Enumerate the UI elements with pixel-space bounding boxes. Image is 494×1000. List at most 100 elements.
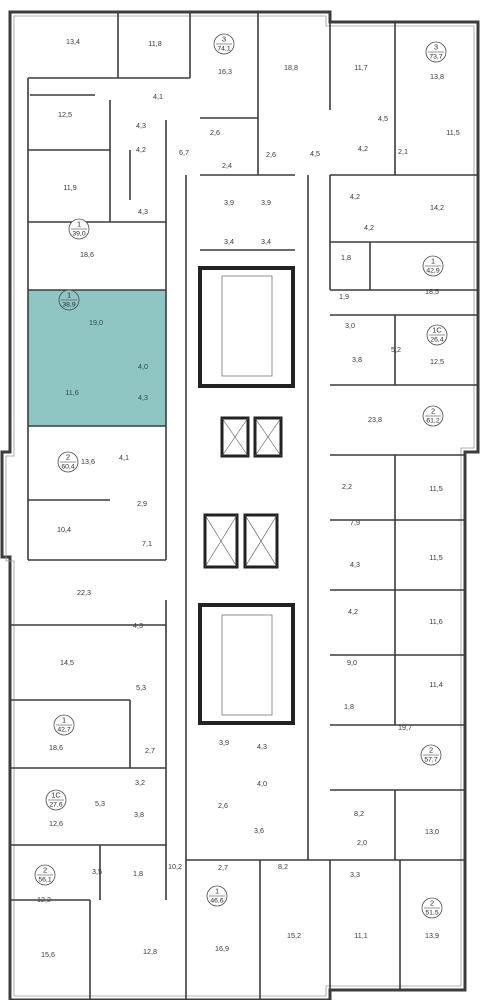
apartment-badge[interactable]: 139,0 xyxy=(68,218,90,240)
room-area-label: 11,7 xyxy=(354,63,367,72)
apartment-room-count: 3 xyxy=(222,34,226,43)
room-area-label: 1,9 xyxy=(339,292,349,301)
apartment-total-area: 42,9 xyxy=(426,267,439,274)
apartment-room-count: 2 xyxy=(66,452,70,461)
room-area-label: 4,2 xyxy=(358,144,368,153)
room-area-label: 12,6 xyxy=(49,819,63,828)
room-area-label: 13,6 xyxy=(81,457,95,466)
apartment-badge[interactable]: 142,7 xyxy=(53,714,75,736)
room-area-label: 11,5 xyxy=(446,128,459,137)
apartment-badge[interactable]: 256,1 xyxy=(34,864,56,886)
room-area-label: 4,5 xyxy=(310,149,320,158)
apartment-badge[interactable]: 1С 26,4 xyxy=(426,324,448,346)
apartment-total-area: 73,7 xyxy=(429,53,442,60)
room-area-label: 13,0 xyxy=(425,827,439,836)
apartment-badge[interactable]: 257,7 xyxy=(420,744,442,766)
outer-wall xyxy=(0,10,480,1000)
room-area-label: 4,5 xyxy=(378,114,388,123)
room-area-label: 5,3 xyxy=(136,683,146,692)
apartment-room-count: 2 xyxy=(43,865,47,874)
room-area-label: 11,5 xyxy=(429,484,442,493)
room-area-label: 18,8 xyxy=(284,63,298,72)
room-area-label: 10,2 xyxy=(168,862,182,871)
room-area-label: 3,8 xyxy=(134,810,144,819)
room-area-label: 13,9 xyxy=(425,931,439,940)
room-area-label: 2,2 xyxy=(342,482,352,491)
room-area-label: 4,3 xyxy=(257,742,267,751)
apartment-badge[interactable]: 138,9 xyxy=(58,289,80,311)
room-area-label: 2,4 xyxy=(222,161,232,170)
room-area-label: 16,3 xyxy=(218,67,232,76)
room-area-label: 12,5 xyxy=(430,357,444,366)
room-area-label: 13,4 xyxy=(66,37,80,46)
room-area-label: 11,9 xyxy=(63,183,76,192)
room-area-label: 7,9 xyxy=(350,518,360,527)
room-area-label: 15,2 xyxy=(287,931,301,940)
apartment-badge[interactable]: 261,2 xyxy=(422,405,444,427)
apartment-room-count: 1 xyxy=(215,886,219,895)
room-area-label: 11,4 xyxy=(429,680,442,689)
room-area-label: 4,2 xyxy=(348,607,358,616)
apartment-room-count: 2 xyxy=(431,406,435,415)
room-area-label: 8,2 xyxy=(278,862,288,871)
room-area-label: 4,3 xyxy=(350,560,360,569)
room-area-label: 5,3 xyxy=(95,799,105,808)
room-area-label: 3,0 xyxy=(345,321,355,330)
room-area-label: 18,5 xyxy=(425,287,439,296)
room-area-label: 10,4 xyxy=(57,525,71,534)
room-area-label: 4,2 xyxy=(350,192,360,201)
room-area-label: 12,5 xyxy=(58,110,72,119)
room-area-label: 4,3 xyxy=(138,207,148,216)
room-area-label: 23,8 xyxy=(368,415,382,424)
room-area-label: 4,1 xyxy=(153,92,163,101)
room-area-label: 2,7 xyxy=(218,863,228,872)
room-area-label: 9,0 xyxy=(347,658,357,667)
apartment-room-count: 1 xyxy=(67,290,71,299)
room-area-label: 2,6 xyxy=(218,801,228,810)
apartment-badge[interactable]: 260,4 xyxy=(57,451,79,473)
apartment-total-area: 39,0 xyxy=(72,230,85,237)
room-area-label: 3,3 xyxy=(350,870,360,879)
apartment-badge[interactable]: 251,5 xyxy=(421,897,443,919)
apartment-total-area: 38,9 xyxy=(62,301,75,308)
window-line xyxy=(5,15,475,997)
room-area-label: 3,8 xyxy=(352,355,362,364)
room-area-label: 4,3 xyxy=(136,121,146,130)
room-area-label: 3,9 xyxy=(219,738,229,747)
room-area-label: 11,6 xyxy=(429,617,442,626)
room-area-label: 7,1 xyxy=(142,539,152,548)
room-area-label: 2,0 xyxy=(357,838,367,847)
room-area-label: 1,8 xyxy=(344,702,354,711)
room-area-label: 3,2 xyxy=(135,778,145,787)
core xyxy=(198,266,295,725)
apartment-total-area: 27,6 xyxy=(49,801,62,808)
room-area-label: 6,7 xyxy=(179,148,189,157)
apartment-total-area: 74,1 xyxy=(217,45,230,52)
room-area-label: 2,1 xyxy=(398,147,408,156)
apartment-room-count: 1 xyxy=(77,219,81,228)
apartment-total-area: 60,4 xyxy=(61,463,74,470)
room-area-label: 4,2 xyxy=(136,145,146,154)
apartment-badge[interactable]: 374,1 xyxy=(213,33,235,55)
apartment-total-area: 26,4 xyxy=(430,336,443,343)
apartment-badge[interactable]: 373,7 xyxy=(425,41,447,63)
room-area-label: 4,2 xyxy=(364,223,374,232)
apartment-room-count: 2 xyxy=(430,898,434,907)
apartment-badge[interactable]: 1С 27,6 xyxy=(45,789,67,811)
room-area-label: 11,5 xyxy=(429,553,442,562)
room-area-label: 12,8 xyxy=(143,947,157,956)
apartment-room-count: 1 xyxy=(431,256,435,265)
partition-walls xyxy=(10,12,478,1000)
room-area-label: 3,4 xyxy=(224,237,234,246)
room-area-label: 14,5 xyxy=(60,658,74,667)
apartment-room-count: 2 xyxy=(429,745,433,754)
apartment-badge[interactable]: 142,9 xyxy=(422,255,444,277)
highlighted-apartment[interactable] xyxy=(28,290,166,426)
room-area-label: 11,1 xyxy=(354,931,367,940)
apartment-room-count: 1С xyxy=(51,790,61,799)
apartment-total-area: 51,5 xyxy=(425,909,438,916)
apartment-total-area: 57,7 xyxy=(424,756,437,763)
apartment-room-count: 1С xyxy=(432,325,442,334)
room-area-label: 19,7 xyxy=(398,723,412,732)
apartment-badge[interactable]: 146,6 xyxy=(206,885,228,907)
